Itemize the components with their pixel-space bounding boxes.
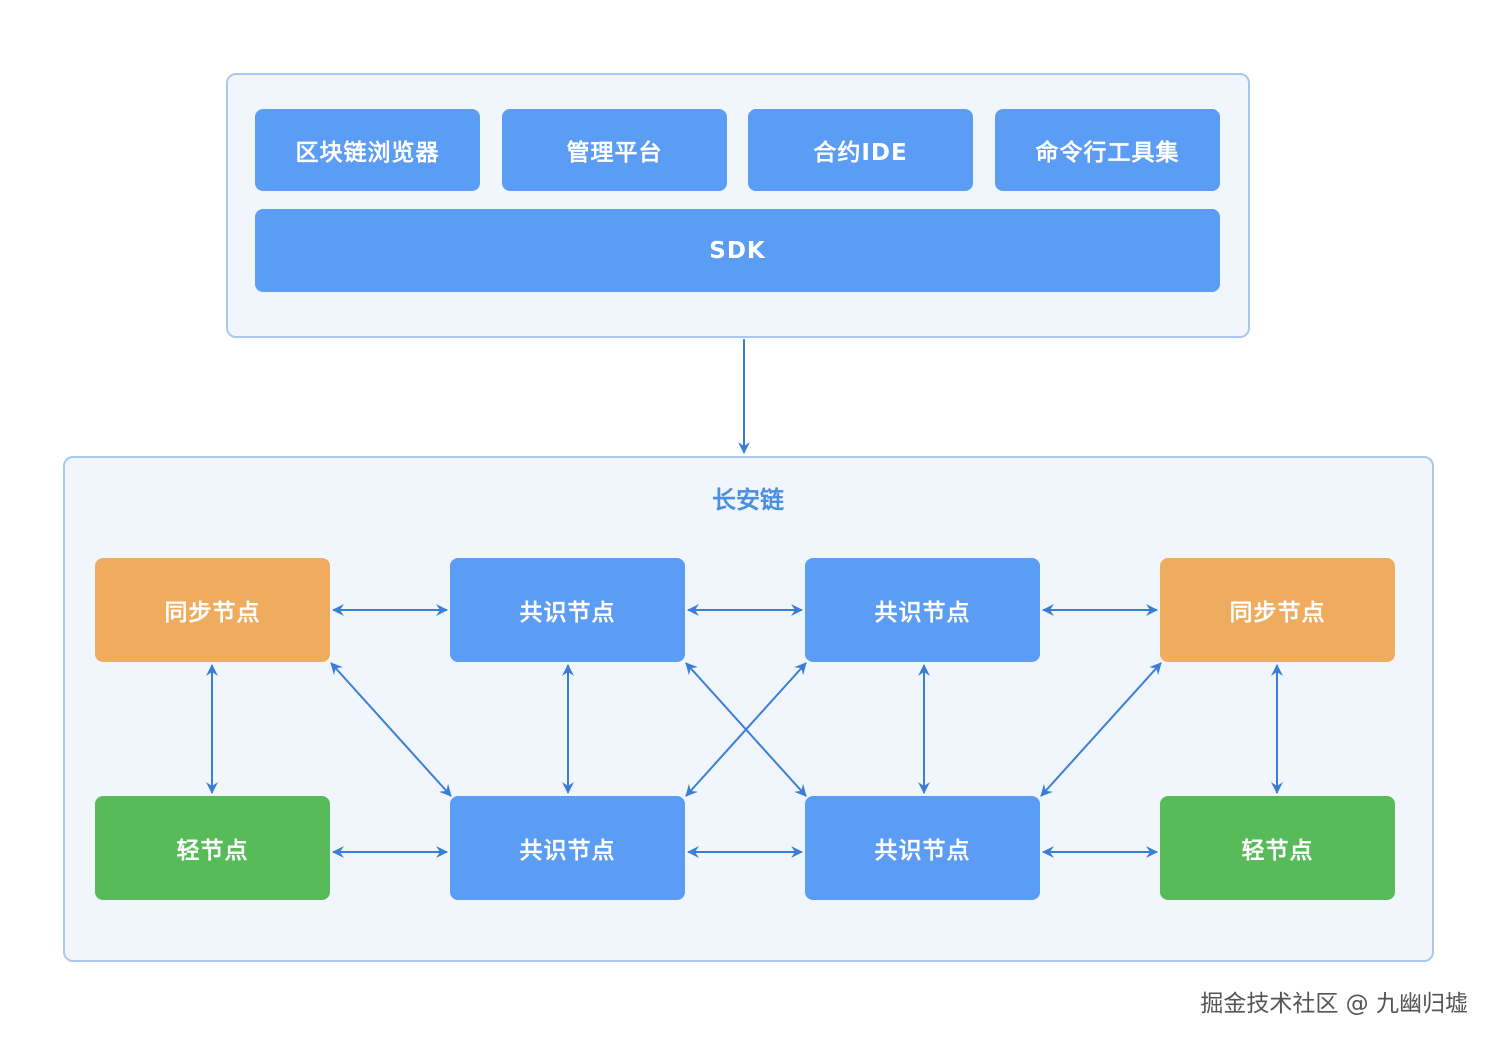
arrow-diag-consensus-top-2-to-bottom-1 <box>685 662 807 797</box>
tool-management-platform: 管理平台 <box>502 109 727 191</box>
sdk-bar: SDK <box>255 209 1220 292</box>
consensus-node-bottom-2: 共识节点 <box>805 796 1040 900</box>
watermark-text: 掘金技术社区 @ 九幽归墟 <box>1200 991 1468 1017</box>
consensus-node-top-2: 共识节点 <box>805 558 1040 662</box>
chain-title: 长安链 <box>712 486 784 514</box>
consensus-node-bottom-1: 共识节点 <box>450 796 685 900</box>
tool-block-explorer: 区块链浏览器 <box>255 109 480 191</box>
light-node-left: 轻节点 <box>95 796 330 900</box>
sync-node-right: 同步节点 <box>1160 558 1395 662</box>
sync-node-left: 同步节点 <box>95 558 330 662</box>
light-node-right: 轻节点 <box>1160 796 1395 900</box>
tool-cli-toolkit: 命令行工具集 <box>995 109 1220 191</box>
arrow-diag-sync-right-to-consensus-bottom-2 <box>1040 662 1162 797</box>
consensus-node-top-1: 共识节点 <box>450 558 685 662</box>
arrow-diag-sync-left-to-consensus-bottom-1 <box>330 662 452 797</box>
tool-contract-ide: 合约IDE <box>748 109 973 191</box>
